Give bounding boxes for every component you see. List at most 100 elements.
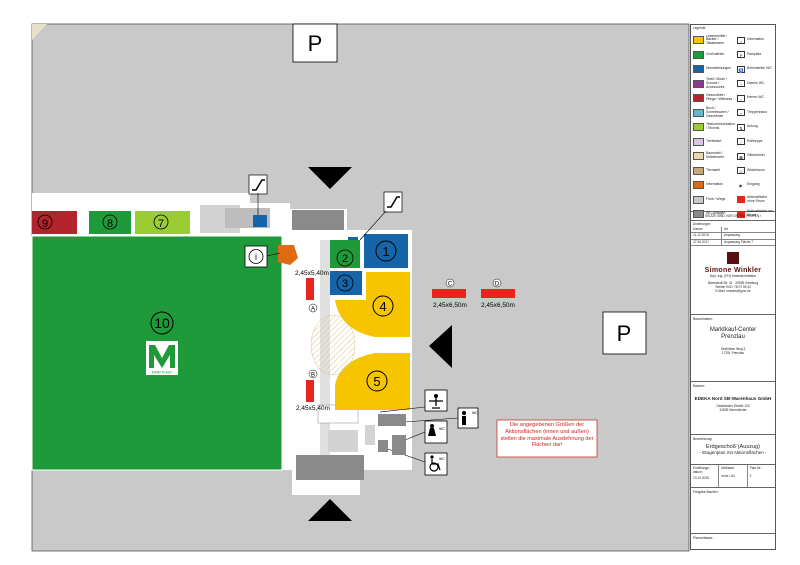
drawing-fields: Erstellungs-datum: 13.10.2015 Maßstab: o… [691,464,775,487]
woman-leader [404,431,426,441]
promo-power-icon: ϟ [737,210,746,218]
parking-sign-top-label: P [308,31,323,56]
svg-text:WC: WC [439,427,445,431]
information-desk[interactable] [278,245,298,265]
legend-color-item: Dienstleistungen [693,62,735,77]
plan-number-value: 2 [749,473,752,478]
legend-label: Aktionsfläche ohne Strom [747,194,768,203]
legend-header: Legende [693,26,706,30]
zone-1-circle [375,240,397,262]
zone-10-label: 10 [154,315,170,331]
legend-swatch [693,166,704,175]
promo-area-c[interactable] [432,289,466,298]
promo-c-dimension: 2,45x6,50m [433,302,467,309]
legend-icon-item: ▶Eingang [737,178,773,193]
copyright-note: SKIZZE SIND VOR ORT ZU PRÜFEN ! [705,214,761,218]
legend-swatch [693,108,704,117]
zone-7-circle [153,214,169,230]
legend-color-item: Lebensmittel / Bäcker / Tabakwaren [693,33,735,48]
architect-email: E-Mail: smwink@gmx.de [715,288,751,293]
legend-swatch [693,65,704,74]
owner-block: Bauherr: EDEKA Nord SB-Warenhaus GmbH Ga… [691,382,775,434]
woman-icon: WC [424,420,448,444]
store-2[interactable] [330,240,360,268]
baby-leader [379,406,426,413]
store-9[interactable] [32,211,77,234]
promo-c-marker [445,278,455,288]
parking-sign-top [292,23,338,63]
promo-area-b[interactable] [306,380,314,402]
notice-text: Die angegebenen Größen der Aktionsfläche… [500,422,594,449]
revision-text: Anpassung [724,233,740,238]
entrance-arrow-top [308,167,352,189]
client-header: Bauvorhaben: [693,316,713,321]
architect-address: Barmstedt-Str. 41 . 20539 Hamburg [707,280,759,285]
legend-label: Großmärkte [706,51,725,56]
zone-9-label: 9 [42,218,48,230]
date-label: Erstellungs-datum: [693,465,710,474]
architect-block: Simone Winkler Dipl.-Ing. (FH) Innenarch… [691,246,775,314]
wc-room-accessible [378,440,388,452]
legend-label: Textil / Mode / Schuhe / Accessoires [706,77,727,89]
info-icon: i [244,245,268,268]
store-1[interactable] [364,234,408,268]
service-kiosk[interactable] [253,215,267,227]
legend-label: Lebensmittel / Bäcker / Tabakwaren [706,33,728,46]
legend-color-item: Tierbedarf [693,135,735,150]
store-5[interactable] [335,353,410,410]
architect-name: Simone Winkler [704,266,762,274]
store-7[interactable] [135,211,190,234]
zone-4-circle [372,295,394,317]
zone-2-circle [336,249,354,267]
architect-phone: Telefon 040 / 78 07 55 42 [715,284,751,289]
entrance-arrow-bottom [308,499,352,521]
legend-swatch [693,79,704,88]
promo-a-marker [308,303,318,313]
store-8[interactable] [89,211,131,234]
grid-icon: ▦ [737,152,746,160]
man-icon: ♂ [737,94,746,102]
legend-label: Information [706,182,723,187]
stairs-icon: ⌐ [737,109,746,117]
parking-icon: P [737,51,746,59]
zone-8-label: 8 [107,218,113,230]
promo-area-d[interactable] [481,289,515,298]
promo-no-power-icon [737,196,746,204]
store-4[interactable] [335,272,410,337]
legend-swatch [693,181,704,190]
client-address1: Seelübber Weg 3 [720,346,746,351]
legend-swatch [693,152,704,161]
promo-area-a[interactable] [306,278,314,300]
legend-label: Telekommunikation / Technik [706,122,736,131]
legend-label: Herren WC [747,95,764,100]
legend-icon-item: ☺Wickelraum [737,164,773,179]
baby-icon: ☺ [737,167,746,175]
client-name: Marktkauf-Center Prenzlau [709,326,757,340]
client-block: Bauvorhaben: Marktkauf-Center Prenzlau S… [691,315,775,381]
client-address2: 17291 Prenzlau [721,350,745,355]
drawing-title: Erdgeschoß (Auszug) [705,443,761,450]
parking-sign-right-label: P [617,321,632,346]
legend-color-item: Großmärkte [693,48,735,63]
legend-swatch [693,50,704,59]
legend-color-item: Tiermarkt [693,164,735,179]
zone-7-label: 7 [158,218,164,230]
wc-block-bottom [296,455,364,480]
legend-label: Buch / Schreibwaren / Geschenke [706,106,729,118]
architect-logo [727,251,739,264]
zone-10-circle [150,311,174,335]
zone-3-circle [336,274,354,292]
date-value: 13.10.2015 [693,475,709,480]
drawing-header: Bezeichnung: [693,436,713,441]
legend-label: Damen WC [747,80,765,85]
promo-a-dimension: 2,45x5,40m [295,270,329,277]
revision-text: Anpassung Fläche 7 [724,239,754,244]
legend-icon-item: ♀Damen WC [737,77,773,92]
owner-header: Bauherr: [693,383,706,388]
seating-area [310,314,356,376]
legend-label: Tierbedarf [706,138,722,143]
